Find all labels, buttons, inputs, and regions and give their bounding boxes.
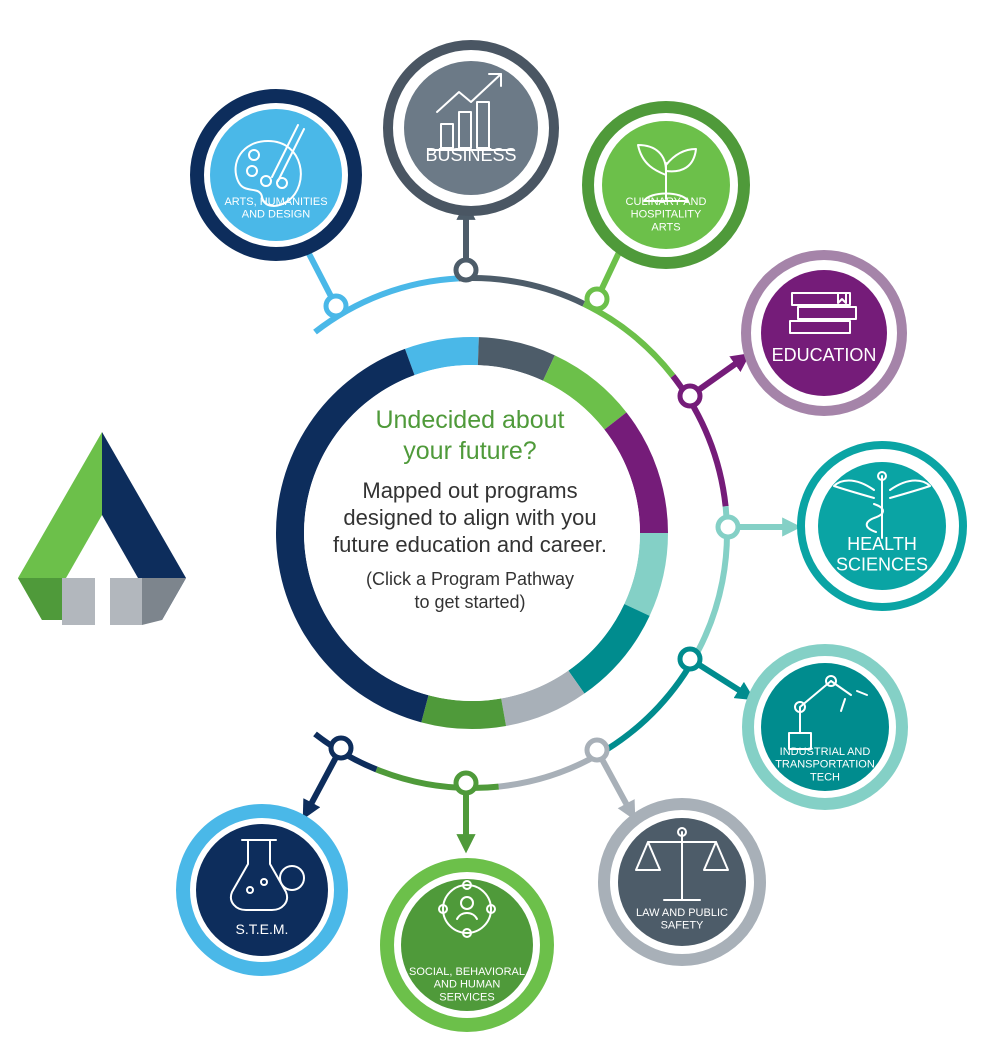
pathway-label-line: AND DESIGN	[242, 209, 311, 221]
connector-node-stem	[328, 735, 354, 761]
hub-disc	[196, 824, 328, 956]
pathway-label-line: ARTS	[651, 221, 680, 233]
robot-arm-icon	[788, 675, 868, 750]
donut-segment-law	[501, 670, 585, 727]
description-line-1: Mapped out programs	[362, 478, 578, 503]
caduceus-icon	[833, 471, 931, 539]
scales-icon	[635, 827, 729, 901]
pathway-hub-stem[interactable]: S.T.E.M.	[176, 804, 348, 976]
description-line-2: designed to align with you	[343, 505, 597, 530]
headline-line-2: your future?	[403, 437, 537, 465]
donut-center	[304, 365, 640, 701]
center-headline: Undecided about your future?	[320, 405, 620, 467]
palette-icon	[234, 124, 305, 207]
pathway-label-line: SCIENCES	[836, 555, 928, 575]
connector-node-culinary	[584, 286, 610, 312]
center-instruction: (Click a Program Pathway to get started)	[320, 568, 620, 614]
donut-segment-arts	[404, 336, 479, 376]
connector-arc-culinary	[582, 301, 676, 378]
instruction-line-2: to get started)	[414, 592, 526, 612]
pathway-label-line: ARTS, HUMANITIES	[224, 196, 327, 208]
pathway-label-line: BUSINESS	[425, 145, 516, 165]
pathway-hub-business[interactable]: BUSINESS	[383, 40, 559, 216]
connector-node-business	[453, 257, 479, 283]
donut-segment-social	[421, 695, 507, 729]
pathway-label-line: EDUCATION	[772, 345, 877, 365]
donut-segment-business	[477, 337, 555, 381]
center-message: Undecided about your future? Mapped out …	[320, 405, 620, 614]
hub-disc	[761, 663, 889, 791]
description-line-3: future education and career.	[333, 532, 607, 557]
connector-node-industrial	[677, 646, 703, 672]
pathway-label-line: SERVICES	[439, 991, 494, 1003]
donut-segment-industrial	[568, 603, 650, 694]
pathway-label-line: HEALTH	[847, 534, 917, 554]
pathway-label-line: TRANSPORTATION	[775, 759, 875, 771]
instruction-line-1: (Click a Program Pathway	[365, 569, 575, 589]
pathway-donut	[276, 336, 668, 729]
pathway-label-line: LAW AND PUBLIC	[636, 907, 728, 919]
donut-segment-health	[624, 533, 668, 616]
connector-node-health	[715, 514, 741, 540]
headline-line-1: Undecided about	[375, 406, 565, 434]
donut-segment-education	[604, 412, 668, 533]
bar-chart-icon	[428, 73, 514, 151]
connector-node-law	[584, 737, 610, 763]
pathway-label-line: HOSPITALITY	[631, 209, 702, 221]
sprout-icon	[637, 144, 697, 202]
pathway-label-line: S.T.E.M.	[236, 921, 289, 937]
center-description: Mapped out programs designed to align wi…	[320, 477, 620, 558]
donut-segment-culinary	[542, 355, 627, 430]
connector-node-arts	[323, 293, 349, 319]
connector-arc-arts	[313, 275, 459, 335]
pathway-label-line: SOCIAL, BEHAVIORAL	[409, 966, 525, 978]
pathway-label-line: CULINARY AND	[626, 196, 707, 208]
pathway-label-line: TECH	[810, 771, 840, 783]
flask-gear-icon	[230, 839, 305, 911]
pathway-hub-education[interactable]: EDUCATION	[741, 250, 907, 416]
pathway-label-line: INDUSTRIAL AND	[780, 746, 871, 758]
hub-disc	[210, 109, 342, 241]
books-icon	[789, 292, 857, 334]
pathway-label-line: AND HUMAN	[434, 979, 501, 991]
pathway-label-line: SAFETY	[661, 920, 704, 932]
arrow-a-logo-icon	[18, 432, 186, 625]
people-network-icon	[438, 880, 496, 938]
connector-node-education	[677, 383, 703, 409]
donut-segment-stem	[276, 348, 429, 723]
connector-arc-business	[458, 275, 586, 307]
connector-node-social	[453, 770, 479, 796]
connector-arc-social	[375, 766, 499, 791]
hub-disc	[401, 879, 533, 1011]
connector-arrows	[298, 200, 802, 854]
